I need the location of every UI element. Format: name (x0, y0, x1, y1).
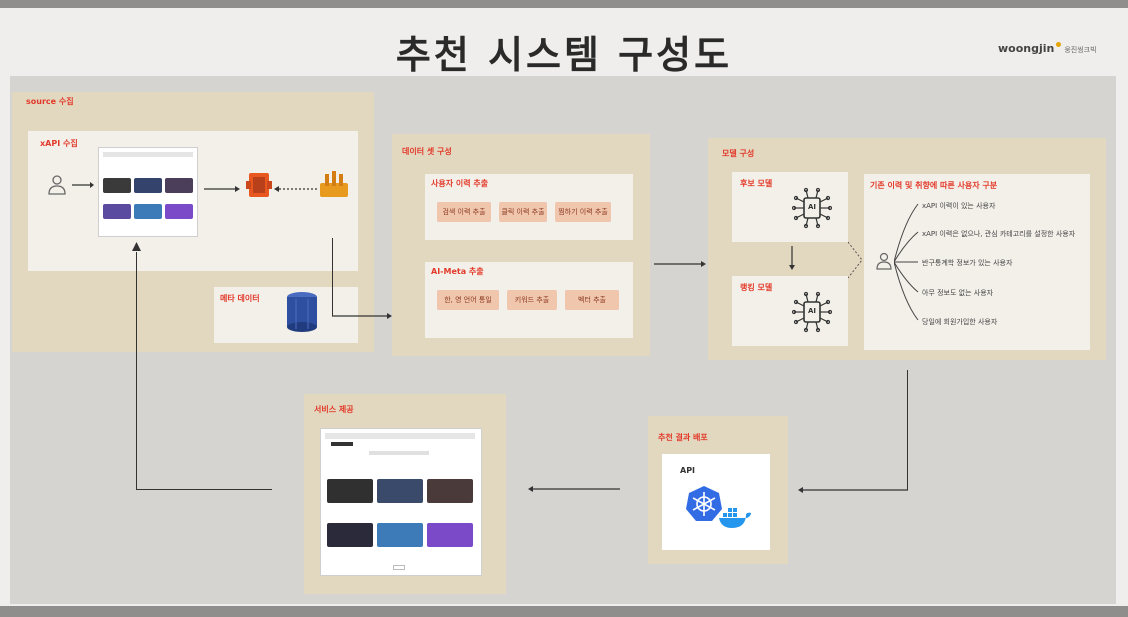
shot-thumb (427, 479, 473, 503)
shot-nav (103, 152, 193, 157)
pill-keyword-extract: 키워드 추출 (507, 290, 557, 310)
shot-search (369, 451, 429, 455)
meta-label: 메타 데이터 (220, 294, 260, 303)
segment-item: xAPI 이력은 없으나, 관심 카테고리를 설정한 사용자 (922, 230, 1076, 238)
source-label: source 수집 (26, 97, 74, 106)
metadata-card: 메타 데이터 (214, 287, 358, 343)
pill-language-unify: 한, 영 언어 통일 (437, 290, 499, 310)
diagram-canvas: source 수집 xAPI 수집 (10, 76, 1116, 604)
segment-title: 기존 이력 및 취향에 따른 사용자 구분 (870, 181, 998, 190)
kubernetes-icon (686, 486, 722, 521)
segment-item: 반구통계학 정보가 있는 사용자 (922, 259, 1013, 267)
arrow-web-to-s3 (204, 186, 240, 192)
segment-item: 당일에 회원가입한 사용자 (922, 318, 998, 326)
ai-meta-card: AI-Meta 추출 한, 영 언어 통일 키워드 추출 벡터 추출 (425, 262, 633, 338)
api-label: API (680, 466, 696, 475)
logo-dot (1056, 42, 1062, 47)
user-history-card: 사용자 이력 추출 검색 이력 추출 클릭 이력 추출 찜하기 이력 추출 (425, 174, 633, 240)
user-segment-card: 기존 이력 및 취향에 따른 사용자 구분 xAPI 이력이 있는 사용자 xA… (864, 174, 1090, 350)
service-panel: 서비스 제공 (304, 394, 506, 594)
pill-click-history: 클릭 이력 추출 (499, 202, 547, 222)
dashed-arrow-kinesis-to-s3 (274, 186, 318, 192)
ranking-model-card: 랭킹 모델 AI (732, 276, 848, 346)
user-icon (48, 175, 66, 195)
user-history-label: 사용자 이력 추출 (431, 179, 489, 188)
shot-thumb (427, 523, 473, 547)
shot-thumb (377, 479, 423, 503)
shot-thumb (165, 178, 193, 193)
ai-chip-text: AI (807, 307, 817, 315)
api-card: API (662, 454, 770, 550)
deploy-panel: 추천 결과 배포 API (648, 416, 788, 564)
logo-sub: 웅진씽크빅 (1064, 46, 1097, 54)
arrow-dataset-to-model (654, 261, 706, 267)
docker-icon (719, 508, 751, 528)
arrow-deploy-to-service (528, 486, 620, 492)
service-label: 서비스 제공 (314, 405, 354, 414)
segment-branches (894, 203, 919, 321)
ai-chip-text: AI (807, 203, 817, 211)
model-label: 모델 구성 (722, 149, 755, 158)
shot-thumb (134, 178, 162, 193)
ai-chip-icon (791, 187, 833, 229)
shot-thumb (377, 523, 423, 547)
service-screenshot (320, 428, 482, 576)
website-screenshot (98, 147, 198, 237)
pill-wishlist-history: 찜하기 이력 추출 (555, 202, 611, 222)
arrow-loop-head (132, 242, 141, 251)
dataset-panel: 데이터 셋 구성 사용자 이력 추출 검색 이력 추출 클릭 이력 추출 찜하기… (392, 134, 650, 356)
xapi-card: xAPI 수집 (28, 131, 358, 271)
brand-logo: woongjin 웅진씽크빅 (998, 42, 1097, 55)
candidate-model-card: 후보 모델 AI (732, 172, 848, 242)
shot-thumb (103, 178, 131, 193)
shot-thumb (327, 479, 373, 503)
connector-service-left (136, 489, 272, 490)
segment-item: 아무 정보도 없는 사용자 (922, 289, 994, 297)
page-title: 추천 시스템 구성도 (395, 33, 733, 77)
shot-thumb (103, 204, 131, 219)
candidate-model-label: 후보 모델 (740, 179, 773, 188)
connector-kinesis-down (332, 238, 333, 316)
arrow-meta-to-dataset (332, 313, 392, 319)
connector-model-down (907, 370, 908, 490)
ranking-model-label: 랭킹 모델 (740, 283, 773, 292)
redshift-icon (287, 292, 317, 332)
segment-item: xAPI 이력이 있는 사용자 (922, 202, 996, 210)
shot-thumb (134, 204, 162, 219)
connector-loop-up (136, 252, 137, 490)
ai-chip-icon (791, 291, 833, 333)
shot-thumb (327, 523, 373, 547)
aws-s3-icon (246, 173, 272, 197)
arrow-model-to-deploy (798, 487, 908, 493)
pill-search-history: 검색 이력 추출 (437, 202, 491, 222)
aws-kinesis-icon (320, 171, 348, 197)
shot-nav (325, 433, 475, 439)
logo-name: woongjin (998, 42, 1055, 55)
model-panel: 모델 구성 후보 모델 AI 랭킹 모델 (708, 138, 1106, 360)
shot-tab (331, 442, 353, 446)
shot-thumb (165, 204, 193, 219)
ai-meta-label: AI-Meta 추출 (431, 267, 484, 276)
deploy-label: 추천 결과 배포 (658, 433, 708, 442)
shot-pager (393, 565, 405, 570)
pill-vector-extract: 벡터 추출 (565, 290, 619, 310)
arrow-candidate-to-ranking (789, 246, 795, 270)
xapi-label: xAPI 수집 (40, 139, 78, 148)
user-icon (876, 252, 892, 270)
dataset-label: 데이터 셋 구성 (402, 147, 452, 156)
arrow-user-to-web (72, 182, 94, 188)
source-panel: source 수집 xAPI 수집 (12, 92, 374, 352)
